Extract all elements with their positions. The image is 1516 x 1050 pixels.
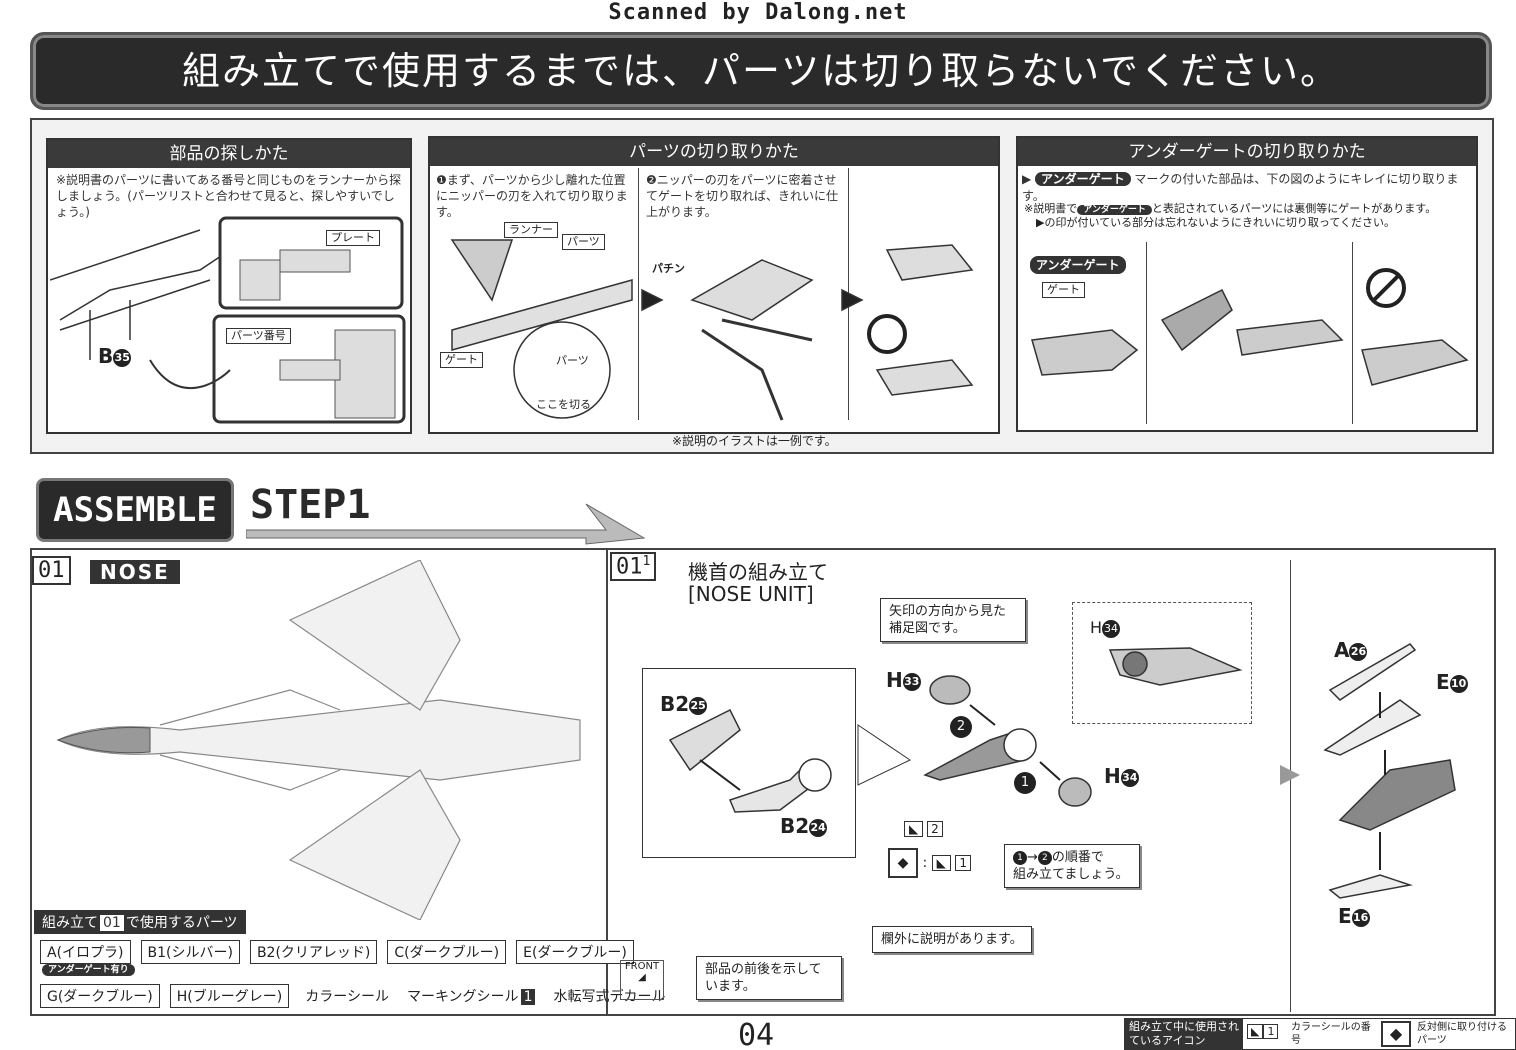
step-arrow bbox=[246, 503, 646, 545]
part-g: G(ダークブルー) bbox=[40, 984, 160, 1008]
undergate-line1: ▶ アンダーゲート マークの付いた部品は、下の図のようにキレイに切り取ります。 bbox=[1022, 172, 1459, 203]
subassembly-box bbox=[642, 668, 856, 858]
legend-opposite-icon: ◆ bbox=[1381, 1021, 1411, 1047]
undergate-tag-large: アンダーゲート bbox=[1030, 256, 1126, 274]
tag-part-number: パーツ番号 bbox=[226, 328, 291, 344]
callout-front-back: 部品の前後を示しています。 bbox=[696, 956, 842, 1000]
warning-banner: 組み立てで使用するまでは、パーツは切り取らないでください。 bbox=[30, 32, 1492, 110]
undergate-divider-2 bbox=[1352, 242, 1353, 424]
label-e10: E10 bbox=[1436, 670, 1468, 694]
cut-divider-1 bbox=[638, 168, 639, 420]
label-b2-25: B225 bbox=[660, 692, 708, 716]
page-number: 04 bbox=[738, 1018, 775, 1050]
assembly-area bbox=[30, 548, 1496, 1016]
sticker-decal: 水転写式デカール bbox=[553, 989, 666, 1005]
label-a26: A26 bbox=[1334, 638, 1368, 662]
parts-row-1: A(イロプラ) B1(シルバー) B2(クリアレッド) C(ダークブルー) E(… bbox=[40, 940, 634, 964]
tag-plate: プレート bbox=[326, 230, 380, 246]
opposite-side-icon: ◆ : ◣ 1 bbox=[888, 848, 971, 878]
part-a-undergate-note: アンダーゲート有り bbox=[42, 964, 135, 976]
cut-step1-text: ❶まず、パーツから少し離れた位置にニッパーの刃を入れて切り取ります。 bbox=[436, 173, 628, 219]
undergate-tag-inline: アンダーゲート bbox=[1077, 205, 1152, 215]
undergate-tag: アンダーゲート bbox=[1035, 172, 1131, 186]
order-step-1: 1 bbox=[1014, 772, 1036, 794]
legend-sticker-text: カラーシールの番号 bbox=[1291, 1022, 1371, 1046]
cut-step2-text: ❷ニッパーの刃をパーツに密着させてゲートを切り取れば、きれいに仕上がります。 bbox=[646, 173, 839, 219]
undergate-illustration bbox=[1031, 268, 1469, 386]
snap-label: パチン bbox=[652, 262, 685, 275]
main-divider bbox=[606, 548, 608, 1016]
cut-parts-title: パーツの切り取りかた bbox=[430, 138, 998, 166]
front-indicator: FRONT◢ bbox=[620, 960, 664, 1000]
label-e16: E16 bbox=[1338, 904, 1370, 928]
cut-here-label: ここを切る bbox=[536, 398, 591, 411]
tag-parts-zoom: パーツ bbox=[556, 354, 589, 367]
label-b2-24: B224 bbox=[780, 814, 828, 838]
step-title: STEP1 bbox=[250, 482, 371, 528]
nose-unit-title-en: [NOSE UNIT] bbox=[688, 582, 814, 606]
undergate-gate-tag: ゲート bbox=[1042, 282, 1085, 298]
sticker-color: カラーシール bbox=[305, 989, 389, 1005]
label-h34: H34 bbox=[1104, 764, 1139, 788]
detail-view-box bbox=[1072, 602, 1252, 724]
part-b1: B1(シルバー) bbox=[140, 940, 240, 964]
part-c: C(ダークブルー) bbox=[387, 940, 507, 964]
nose-title: NOSE bbox=[90, 560, 180, 584]
callout-margin-note: 欄外に説明があります。 bbox=[872, 926, 1032, 953]
part-h: H(ブルーグレー) bbox=[169, 984, 290, 1008]
undergate-line2: ※説明書でアンダーゲートと表記されているパーツには裏側等にゲートがあります。 bbox=[1024, 202, 1437, 215]
aircraft-overview bbox=[56, 560, 581, 920]
tag-runner: ランナー bbox=[504, 222, 558, 238]
part-a: A(イロプラ) bbox=[40, 940, 131, 964]
label-h33: H33 bbox=[886, 668, 921, 692]
undergate-divider-1 bbox=[1146, 242, 1147, 424]
callout-view-direction: 矢印の方向から見た補足図です。 bbox=[880, 598, 1026, 642]
assemble-badge: ASSEMBLE bbox=[36, 478, 234, 542]
nose-unit-title-jp: 機首の組み立て bbox=[688, 560, 828, 584]
legend-sticker-icon: ◣1 bbox=[1247, 1024, 1279, 1039]
right-section-number: 011 bbox=[610, 552, 657, 582]
undergate-line3: ▶の印が付いている部分は忘れないようにきれいに切り取ってください。 bbox=[1036, 216, 1396, 229]
tag-gate: ゲート bbox=[440, 352, 483, 368]
order-step-2: 2 bbox=[950, 716, 972, 738]
warning-banner-text: 組み立てで使用するまでは、パーツは切り取らないでください。 bbox=[181, 49, 1341, 93]
legend-title: 組み立て中に使用されているアイコン bbox=[1125, 1019, 1243, 1049]
illustration-footnote: ※説明のイラストは一例です。 bbox=[672, 434, 837, 448]
nose-assembly-illustration bbox=[668, 643, 1456, 899]
sticker-icon-2: ◣ 2 bbox=[904, 821, 943, 837]
left-section-number: 01 bbox=[32, 556, 71, 585]
nipper-illustration bbox=[450, 239, 974, 421]
part-e: E(ダークブルー) bbox=[516, 940, 634, 964]
part-b2: B2(クリアレッド) bbox=[249, 940, 378, 964]
part-b35-label: B35 bbox=[98, 344, 132, 368]
find-parts-note: ※説明書のパーツに書いてある番号と同じものをランナーから探しましょう。(パーツリ… bbox=[56, 173, 402, 219]
tag-parts: パーツ bbox=[562, 234, 605, 250]
icon-legend: 組み立て中に使用されているアイコン ◣1 カラーシールの番号 ◆ 反対側に取り付… bbox=[1124, 1018, 1516, 1050]
undergate-title: アンダーゲートの切り取りかた bbox=[1018, 138, 1476, 166]
undergate-panel: アンダーゲートの切り取りかた bbox=[1016, 136, 1478, 432]
scan-watermark: Scanned by Dalong.net bbox=[608, 0, 908, 25]
right-subdivider bbox=[1290, 560, 1291, 1012]
part-b35-number: 35 bbox=[113, 348, 132, 367]
find-parts-title: 部品の探しかた bbox=[48, 140, 410, 168]
legend-opposite-text: 反対側に取り付けるパーツ bbox=[1417, 1022, 1507, 1046]
